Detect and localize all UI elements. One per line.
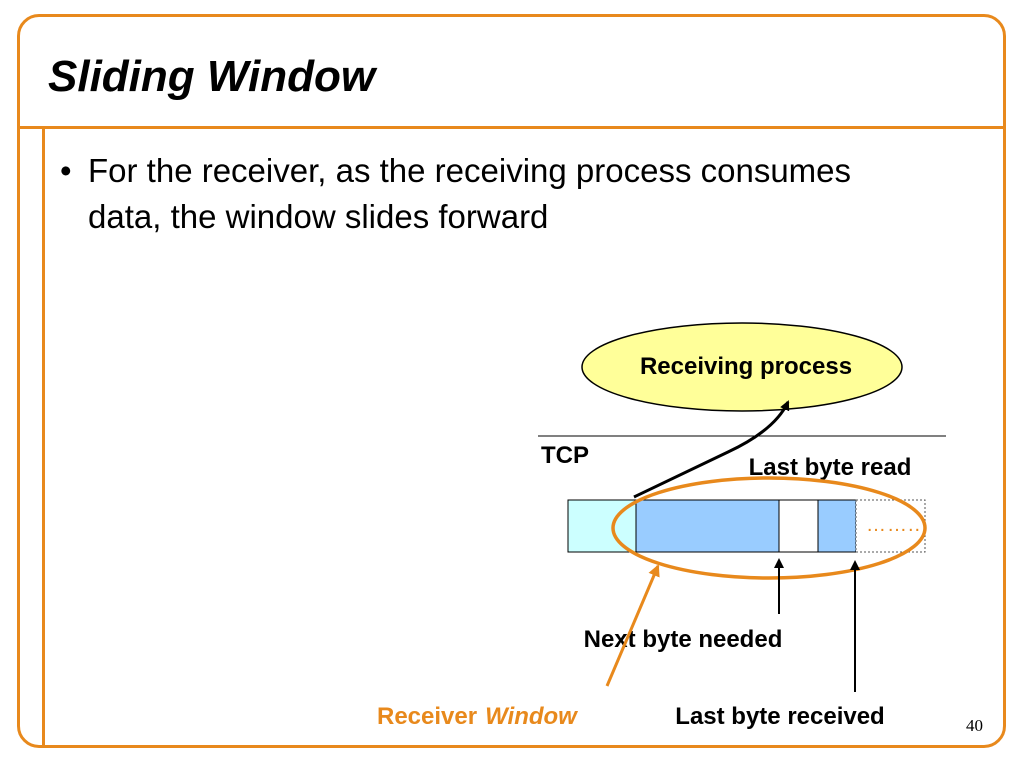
receiving-process-ellipse [581,322,903,412]
slide-title: Sliding Window [48,52,376,101]
missing-data-gap [778,499,819,553]
receiver-word: Receiver [377,703,477,730]
next-byte-needed-label: Next byte needed [584,626,783,653]
bullet-text: For the receiver, as the receiving proce… [88,152,852,235]
out-of-order-segment [817,499,857,553]
receiver-window-ellipse [611,476,927,580]
receiver-window-label: Receiver Window [377,703,578,730]
buffer-continuation-dots: …….. [866,514,921,536]
left-divider [42,126,45,748]
bullet-marker: • [60,152,72,189]
slide-frame [17,14,1006,748]
title-divider [17,126,1006,129]
page-number: 40 [966,716,983,735]
consume-arrow [633,400,790,499]
last-byte-received-label: Last byte received [675,703,884,730]
receiver-window-arrow [605,564,660,687]
tcp-label: TCP [541,442,589,469]
received-data-segment [635,499,780,553]
receiving-process-label: Receiving process [640,353,852,380]
window-word: Window [485,703,578,730]
